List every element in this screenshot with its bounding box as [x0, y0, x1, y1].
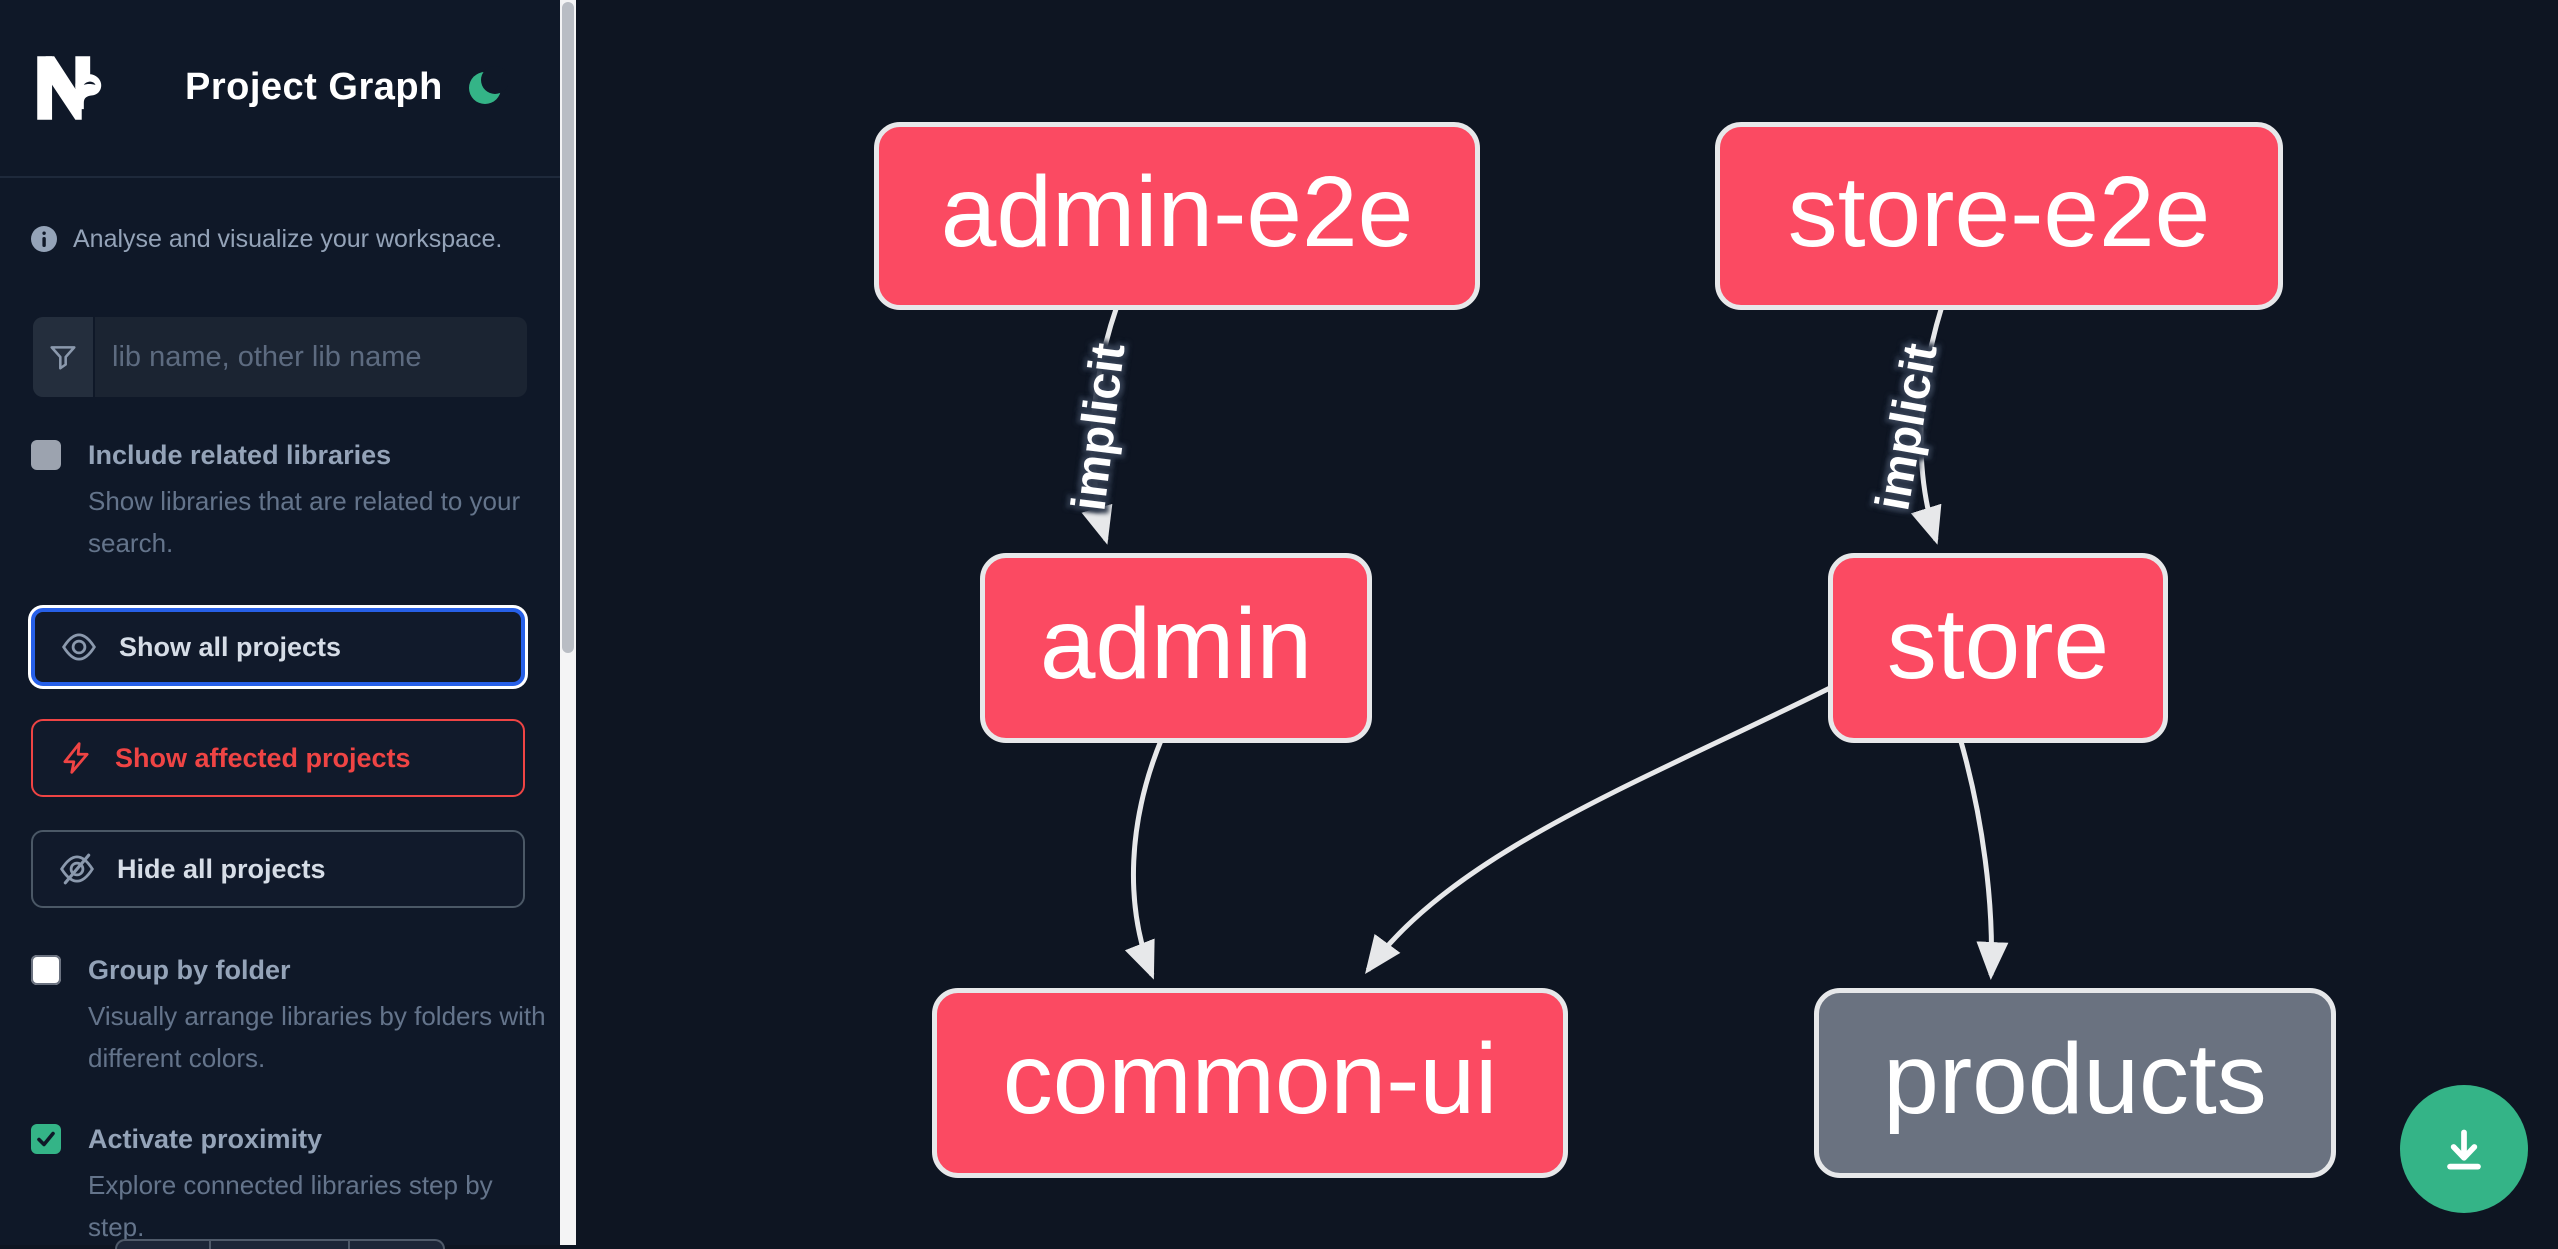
hide-all-projects-label: Hide all projects [117, 853, 326, 884]
node-label: admin-e2e [940, 156, 1414, 268]
info-icon [31, 226, 57, 252]
download-image-button[interactable] [2400, 1085, 2528, 1213]
checkmark-icon [37, 1131, 55, 1147]
node-label: store [1886, 588, 2110, 700]
eye-slash-icon [60, 853, 94, 885]
show-affected-projects-label: Show affected projects [115, 742, 411, 773]
app-title: Project Graph [185, 66, 443, 108]
node-label: store-e2e [1787, 156, 2211, 268]
graph-node-products[interactable]: products [1814, 988, 2336, 1178]
edge-store-e2e-to-store [1910, 305, 1945, 545]
edge-admin-e2e-to-admin [1081, 305, 1120, 545]
group-by-folder-label: Group by folder [88, 955, 291, 985]
show-all-projects-button[interactable]: Show all projects [31, 608, 525, 686]
activate-proximity-description: Explore connected libraries step by step… [88, 1170, 493, 1242]
hide-all-projects-button[interactable]: Hide all projects [31, 830, 525, 908]
edge-store-to-common-ui [1365, 681, 1840, 975]
edge-store-to-products [1957, 737, 2009, 980]
node-label: admin [1039, 588, 1313, 700]
nx-logo-icon [37, 56, 102, 120]
graph-node-store[interactable]: store [1828, 553, 2168, 743]
intro-text: Analyse and visualize your workspace. [73, 225, 503, 253]
intro-row: Analyse and visualize your workspace. [30, 224, 530, 254]
sidebar: Project Graph Analyse and visualize your… [0, 0, 576, 1249]
group-by-folder-checkbox[interactable] [31, 955, 61, 985]
edge-admin-to-common-ui [1124, 737, 1165, 980]
graph-node-admin-e2e[interactable]: admin-e2e [874, 122, 1480, 310]
include-related-description: Show libraries that are related to your … [88, 486, 521, 558]
graph-node-common-ui[interactable]: common-ui [932, 988, 1568, 1178]
show-affected-projects-button[interactable]: Show affected projects [31, 719, 525, 797]
graph-node-store-e2e[interactable]: store-e2e [1715, 122, 2283, 310]
search-box [33, 317, 527, 397]
graph-node-admin[interactable]: admin [980, 553, 1372, 743]
sidebar-scrollbar-track[interactable] [560, 0, 576, 1245]
sidebar-scrollbar-thumb[interactable] [562, 2, 574, 653]
group-by-folder-description: Visually arrange libraries by folders wi… [88, 1001, 546, 1073]
search-input[interactable] [95, 317, 527, 397]
include-related-label: Include related libraries [88, 440, 392, 470]
download-icon [2447, 1129, 2481, 1170]
filter-icon [33, 317, 95, 397]
sidebar-header: Project Graph [0, 0, 560, 178]
dark-mode-moon-icon[interactable] [466, 66, 508, 108]
proximity-stepper-control[interactable] [115, 1239, 445, 1249]
graph-edges [1081, 305, 2009, 980]
bolt-icon [63, 742, 89, 774]
node-label: common-ui [1002, 1023, 1498, 1135]
activate-proximity-label: Activate proximity [88, 1124, 323, 1154]
project-graph-canvas[interactable]: implicit implicit admin-e2e store-e2e ad… [576, 0, 2558, 1245]
include-related-checkbox[interactable] [31, 440, 61, 470]
node-label: products [1883, 1023, 2267, 1135]
eye-icon [62, 633, 96, 661]
activate-proximity-checkbox[interactable] [31, 1124, 61, 1154]
show-all-projects-label: Show all projects [119, 631, 342, 662]
